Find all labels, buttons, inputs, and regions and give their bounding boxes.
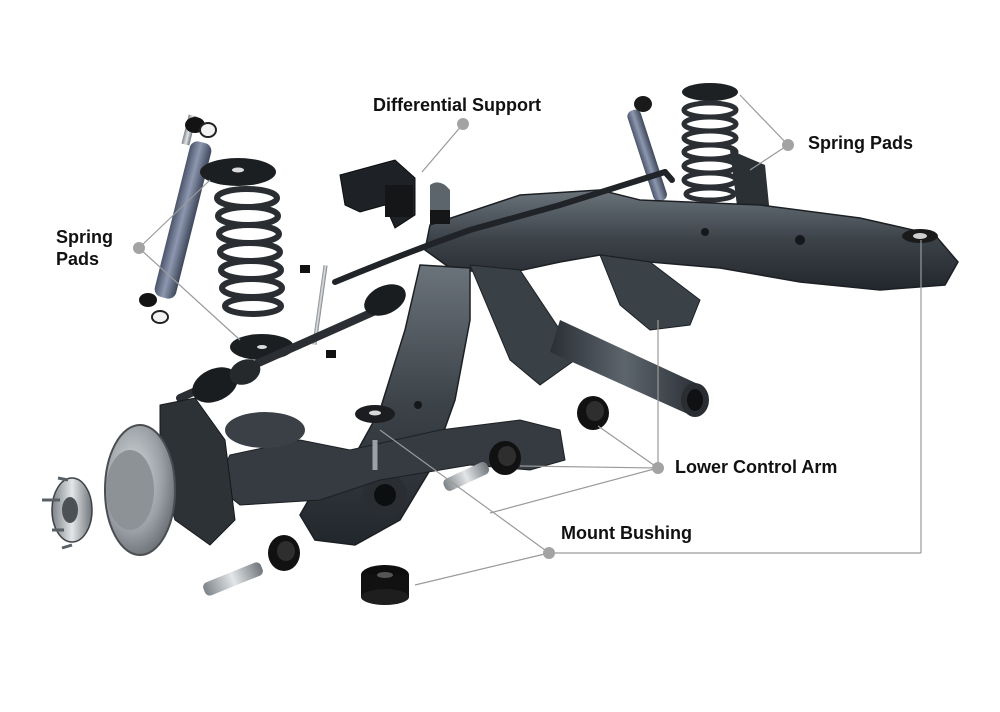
leader-lines xyxy=(138,94,922,586)
callout-spring-pads-left: Spring Pads xyxy=(56,226,126,270)
bushing-sleeves xyxy=(203,440,490,596)
differential-tube xyxy=(550,320,709,417)
callout-differential-support: Differential Support xyxy=(373,95,542,115)
leader-dot-icon xyxy=(457,118,469,130)
callout-spring-pads-left-line2: Pads xyxy=(56,249,100,269)
leader-dot-icon xyxy=(652,462,664,474)
leader-dot-icon xyxy=(782,139,794,151)
cv-axle xyxy=(176,284,406,403)
callout-mount-bushing: Mount Bushing xyxy=(561,523,692,543)
callout-spring-pads-left-line1: Spring xyxy=(56,227,113,247)
lower-lateral-arm xyxy=(214,419,566,506)
right-coil-spring xyxy=(681,83,739,203)
differential-support-bracket xyxy=(339,159,450,229)
leader-dot-icons xyxy=(133,118,794,559)
callout-lower-control-arm: Lower Control Arm xyxy=(675,457,838,477)
right-shock-absorber xyxy=(627,96,667,202)
callout-spring-pads-right: Spring Pads xyxy=(808,133,914,153)
brake-rotor xyxy=(104,424,176,556)
leader-dot-icon xyxy=(133,242,145,254)
anti-roll-bar xyxy=(332,169,675,285)
left-shock-absorber xyxy=(139,114,217,324)
left-coil-spring xyxy=(214,186,285,317)
hub-knuckle xyxy=(159,397,305,546)
leader-dot-icon xyxy=(543,547,555,559)
right-lower-bracket xyxy=(599,254,701,331)
stabilizer-end-link xyxy=(300,265,336,358)
bushings xyxy=(268,396,609,605)
wheel-hub xyxy=(42,476,93,550)
